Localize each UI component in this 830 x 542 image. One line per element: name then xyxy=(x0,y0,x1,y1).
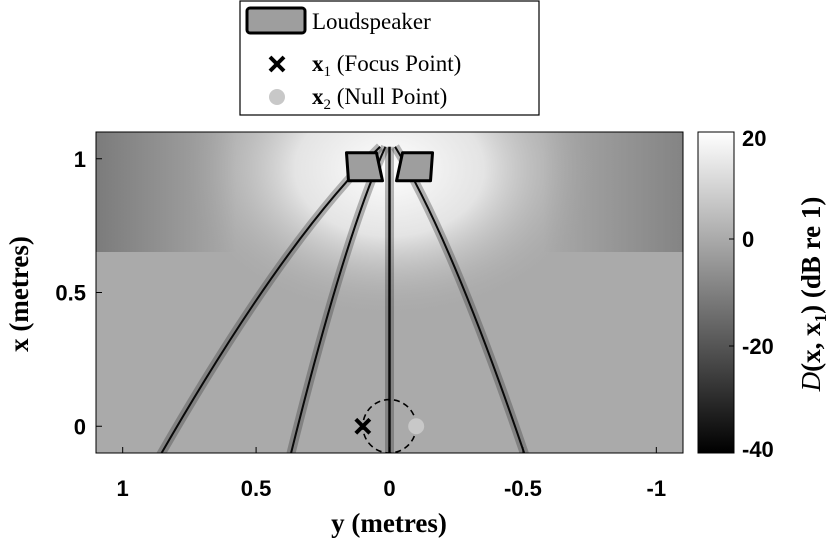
x-tick-label: 1 xyxy=(117,476,129,501)
y-tick-label: 1 xyxy=(74,147,86,172)
x-axis-label: y (metres) xyxy=(331,508,447,538)
heatmap-glow xyxy=(96,132,683,319)
heatmap-shade-left xyxy=(96,132,236,252)
x-tick-label: 0 xyxy=(383,476,395,501)
y-axis-label: x (metres) xyxy=(4,236,34,352)
loudspeaker-1 xyxy=(344,151,384,183)
legend-cross-marker xyxy=(268,55,286,73)
legend-label-loudspeaker: Loudspeaker xyxy=(312,9,431,34)
heatmap-plot xyxy=(96,132,683,453)
y-axis-ticks: 00.51 xyxy=(55,147,102,439)
x-tick-label: -0.5 xyxy=(504,476,542,501)
colorbar: 20 0 -20 -40 D(x, x1) (dB re 1) xyxy=(697,126,830,462)
focus-point-cross xyxy=(354,417,372,435)
colorbar-tick-label: -20 xyxy=(742,334,774,359)
y-tick-label: 0 xyxy=(74,414,86,439)
colorbar-tick-label: -40 xyxy=(742,437,774,462)
colorbar-label: D(x, x1) (dB re 1) xyxy=(796,197,830,393)
legend: Loudspeaker x1 (Focus Point) x2 (Null Po… xyxy=(239,0,540,116)
x-tick-label: 0.5 xyxy=(241,476,272,501)
x-tick-label: -1 xyxy=(647,476,667,501)
heatmap-markers xyxy=(354,398,425,453)
heatmap-shade-right xyxy=(543,132,683,252)
colorbar-tick-label: 20 xyxy=(742,126,766,151)
y-tick-label: 0.5 xyxy=(55,281,86,306)
colorbar-gradient xyxy=(697,131,735,454)
null-point-dot xyxy=(408,418,425,435)
legend-label-focus: x1 (Focus Point) xyxy=(312,51,461,80)
legend-label-null: x2 (Null Point) xyxy=(312,84,447,113)
heatmap-sources xyxy=(344,151,435,183)
colorbar-ticks: 20 0 -20 -40 xyxy=(729,126,774,462)
legend-loudspeaker-marker xyxy=(245,6,307,35)
colorbar-tick-label: 0 xyxy=(742,227,754,252)
loudspeaker-2 xyxy=(395,151,435,183)
x-axis-ticks: 1 0.5 0 -0.5 -1 xyxy=(117,447,667,501)
legend-dot-marker xyxy=(269,89,285,105)
